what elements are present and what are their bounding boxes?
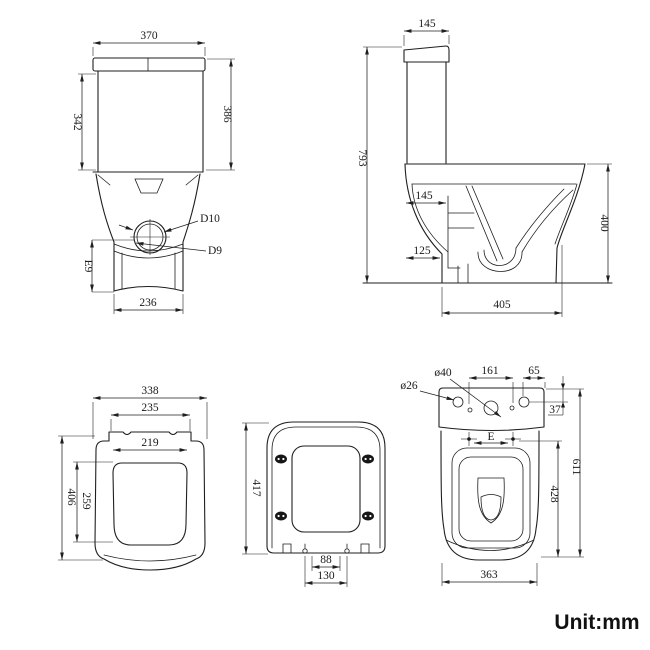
dim-tank-width: 370 — [140, 30, 158, 42]
side-view: 145 793 145 125 400 405 — [356, 18, 613, 317]
dim-opening-width: 219 — [141, 437, 159, 449]
inlet-hole — [452, 396, 464, 408]
unit-label: Unit:mm — [554, 611, 639, 634]
hinge-pin-right — [344, 548, 350, 554]
dim-outlet-offset: 125 — [413, 245, 431, 257]
dim-seat-outer-width: 338 — [141, 385, 159, 397]
hinge-pin-left — [302, 548, 308, 554]
leader-d10 — [163, 220, 199, 233]
dim-seat-hole-spacing: E — [487, 431, 494, 443]
base-bottom-arc — [113, 286, 184, 292]
dim-inlet-hole-dia: ø26 — [400, 380, 418, 392]
rim-inner — [458, 456, 524, 542]
dim-rim-length: 428 — [548, 485, 560, 503]
seat-bumpers — [275, 454, 374, 521]
dim-flush-pipe-offset: 145 — [415, 190, 433, 202]
water-line — [480, 494, 502, 521]
dim-pin-outer-spacing: 130 — [317, 570, 335, 582]
tank-lid-front — [92, 57, 206, 72]
button-hole — [483, 400, 499, 416]
seat-top-view: 338 235 219 406 259 — [58, 385, 208, 571]
dim-total-tank-height: 386 — [221, 105, 233, 123]
dim-spud-inner: D9 — [208, 245, 222, 257]
hinge-recess — [134, 178, 164, 194]
dim-pin-inner-spacing: 88 — [320, 554, 332, 566]
trap-outer — [477, 251, 523, 272]
dim-opening-length: 259 — [80, 492, 92, 510]
front-outline — [555, 163, 586, 284]
dim-bowl-height: 400 — [598, 214, 610, 232]
leader-o26 — [419, 390, 455, 401]
plan-view: ø40 ø26 161 65 37 E 428 611 3 — [400, 365, 584, 586]
dim-bowl-width: 363 — [480, 569, 498, 581]
dim-total-height: 793 — [356, 149, 368, 167]
body-left-outline — [95, 173, 115, 292]
lid-inner-panel — [291, 445, 361, 533]
dim-lid-depth: 145 — [418, 18, 436, 30]
dim-hole-edge-offset: 65 — [528, 365, 540, 377]
dim-spud-outer: D10 — [200, 213, 220, 225]
right-hole — [518, 396, 530, 408]
dim-hinge-width: 235 — [141, 402, 159, 414]
tank-body-front — [97, 70, 204, 173]
tank-lid-side — [403, 45, 450, 63]
dim-seat-outer-length: 406 — [65, 488, 77, 506]
rim-outer — [451, 447, 531, 549]
dim-base-width: 236 — [139, 297, 157, 309]
dim-button-hole-dia: ø40 — [434, 367, 452, 379]
dim-spud-height: E9 — [82, 260, 94, 273]
seat-outline — [94, 431, 206, 571]
sump-outline — [477, 477, 505, 524]
dim-base-depth: 405 — [493, 299, 511, 311]
seat-hole-markers — [461, 432, 521, 446]
front-view: 370 342 386 D10 D9 E9 236 — [71, 30, 235, 314]
lid-outline — [266, 421, 386, 554]
back-outline — [404, 163, 443, 284]
body-right-outline — [182, 173, 201, 292]
dim-hole-spacing: 161 — [481, 365, 499, 377]
seat-opening — [112, 462, 188, 546]
bowl-plan-outline — [440, 430, 540, 561]
trap-inner — [483, 247, 517, 266]
leader-d9 — [135, 241, 207, 252]
dim-37-group: 37 — [529, 376, 568, 416]
dim-hole-depth-offset: 37 — [549, 404, 561, 416]
dim-total-length: 611 — [570, 459, 582, 476]
leader-o40 — [449, 378, 502, 418]
dim-tank-height: 342 — [71, 113, 83, 131]
seat-under-view: 417 88 130 — [242, 421, 386, 587]
dim-lid-length: 417 — [250, 479, 262, 497]
tank-plan — [438, 387, 545, 432]
